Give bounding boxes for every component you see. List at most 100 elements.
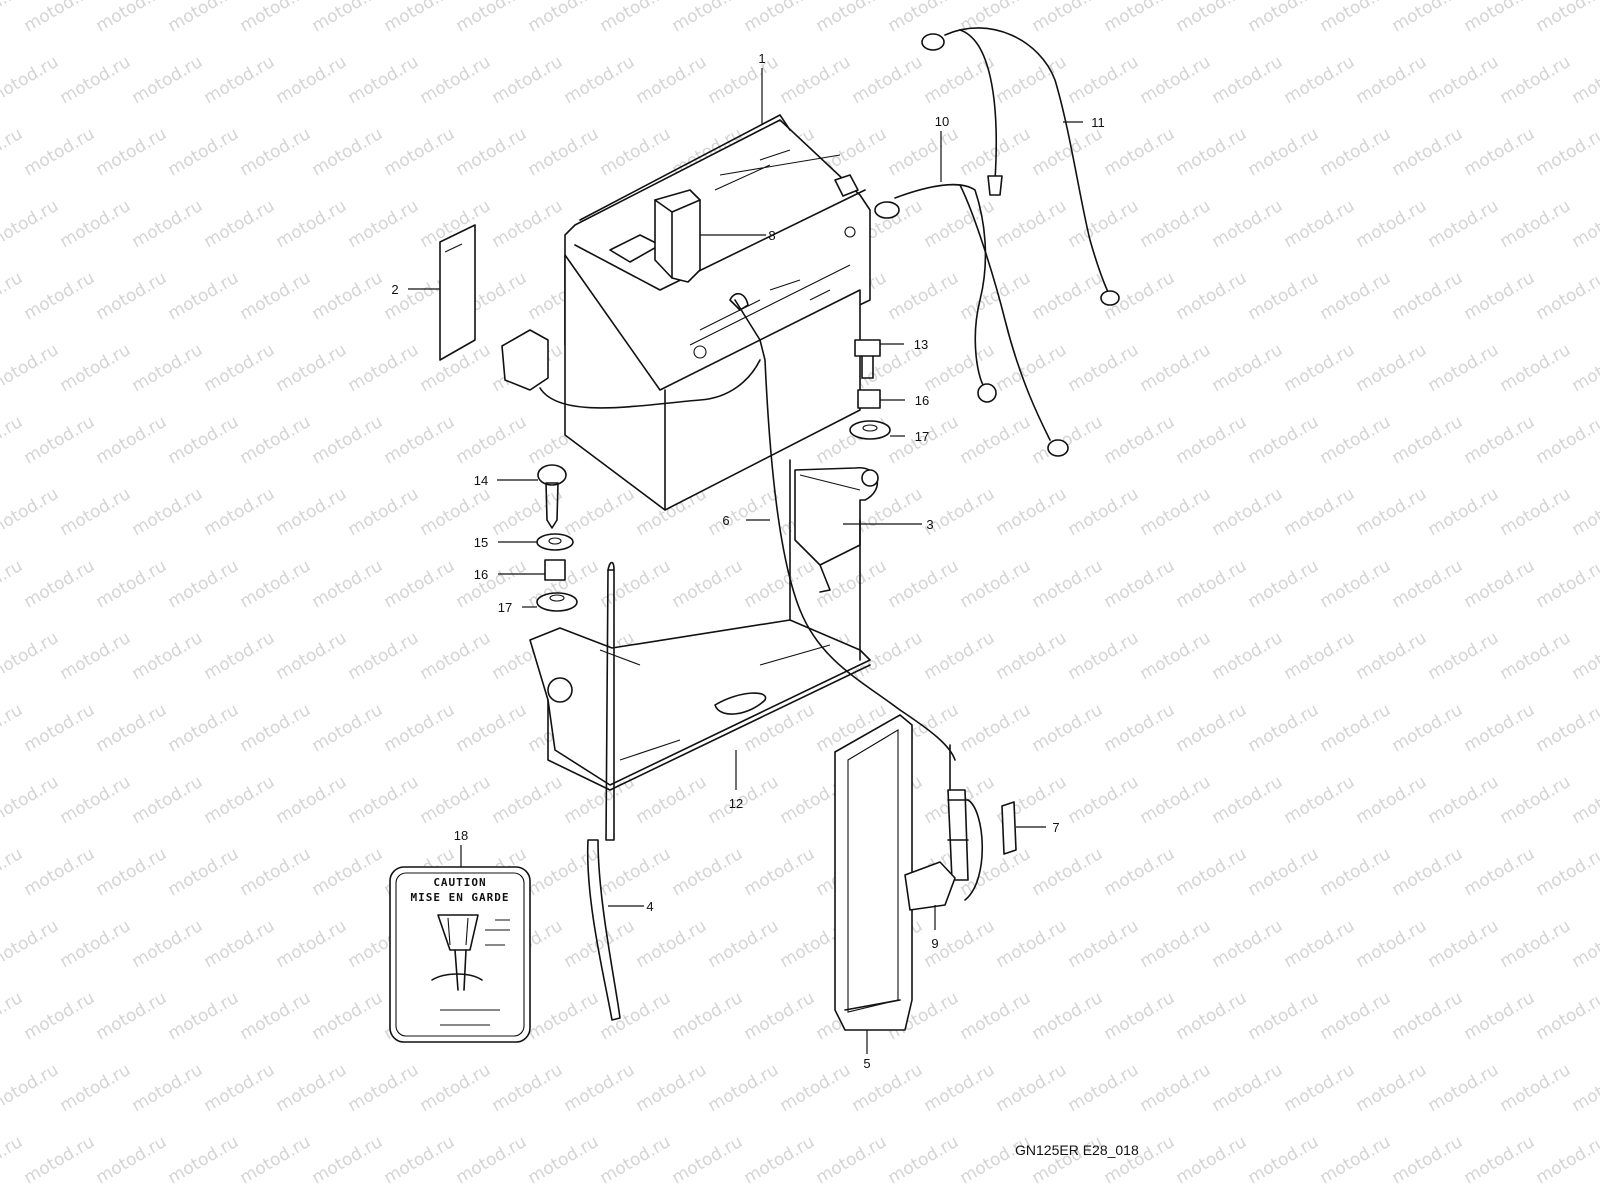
watermark-text: motod.ru xyxy=(381,0,459,36)
watermark-text: motod.ru xyxy=(201,916,279,972)
sticker-part-2 xyxy=(439,224,476,361)
watermark-text: motod.ru xyxy=(21,1132,99,1188)
watermark-text: motod.ru xyxy=(273,628,351,684)
callout-15: 15 xyxy=(474,535,488,550)
watermark-text: motod.ru xyxy=(57,916,135,972)
watermark-text: motod.ru xyxy=(1173,844,1251,900)
watermark-text: motod.ru xyxy=(57,484,135,540)
watermark-text: motod.ru xyxy=(93,124,171,180)
watermark-text: motod.ru xyxy=(0,916,62,972)
callout-labels: 1 2 3 4 5 6 7 8 9 10 11 12 13 14 15 16 1… xyxy=(391,51,1104,1071)
watermark-text: motod.ru xyxy=(381,700,459,756)
watermark-text: motod.ru xyxy=(417,628,495,684)
caution-pictogram xyxy=(431,914,510,1026)
watermark-text: motod.ru xyxy=(129,628,207,684)
watermark-text: motod.ru xyxy=(1353,628,1431,684)
watermark-text: motod.ru xyxy=(57,1060,135,1116)
cushion-17-left xyxy=(536,592,578,612)
watermark-text: motod.ru xyxy=(1173,988,1251,1044)
watermark-text: motod.ru xyxy=(669,1132,747,1188)
watermark-text: motod.ru xyxy=(129,1060,207,1116)
watermark-text: motod.ru xyxy=(21,268,99,324)
watermark-text: motod.ru xyxy=(453,1132,531,1188)
watermark-text: motod.ru xyxy=(561,52,639,108)
callout-4: 4 xyxy=(646,899,653,914)
watermark-text: motod.ru xyxy=(1425,340,1503,396)
watermark-text: motod.ru xyxy=(669,0,747,36)
watermark-text: motod.ru xyxy=(1137,772,1215,828)
watermark-text: motod.ru xyxy=(21,700,99,756)
watermark-text: motod.ru xyxy=(705,1060,783,1116)
watermark-text: motod.ru xyxy=(597,844,675,900)
watermark-text: motod.ru xyxy=(1065,772,1143,828)
watermark-text: motod.ru xyxy=(57,52,135,108)
watermark-text: motod.ru xyxy=(237,556,315,612)
watermark-text: motod.ru xyxy=(489,52,567,108)
watermark-text: motod.ru xyxy=(93,412,171,468)
callout-1: 1 xyxy=(758,51,765,66)
watermark-text: motod.ru xyxy=(1029,268,1107,324)
watermark-text: motod.ru xyxy=(1569,916,1600,972)
watermark-text: motod.ru xyxy=(669,988,747,1044)
watermark-text: motod.ru xyxy=(165,124,243,180)
watermark-text: motod.ru xyxy=(201,772,279,828)
watermark-text: motod.ru xyxy=(633,52,711,108)
watermark-text: motod.ru xyxy=(813,556,891,612)
watermark-text: motod.ru xyxy=(237,268,315,324)
watermark-text: motod.ru xyxy=(93,988,171,1044)
watermark-text: motod.ru xyxy=(1461,1132,1539,1188)
watermark-text: motod.ru xyxy=(1101,0,1179,36)
watermark-text: motod.ru xyxy=(21,124,99,180)
watermark-text: motod.ru xyxy=(525,0,603,36)
callout-7: 7 xyxy=(1052,820,1059,835)
bracket-part-3 xyxy=(794,467,879,593)
watermark-text: motod.ru xyxy=(1137,1060,1215,1116)
watermark-text: motod.ru xyxy=(633,1060,711,1116)
watermark-text: motod.ru xyxy=(957,0,1035,36)
watermark-text: motod.ru xyxy=(1425,628,1503,684)
watermark-text: motod.ru xyxy=(1137,196,1215,252)
watermark-text: motod.ru xyxy=(1065,1060,1143,1116)
watermark-text: motod.ru xyxy=(1569,772,1600,828)
callout-10: 10 xyxy=(935,114,949,129)
watermark-text: motod.ru xyxy=(1533,700,1600,756)
watermark-text: motod.ru xyxy=(237,700,315,756)
watermark-text: motod.ru xyxy=(93,556,171,612)
watermark-text: motod.ru xyxy=(1461,556,1539,612)
watermark-text: motod.ru xyxy=(741,1132,819,1188)
watermark-text: motod.ru xyxy=(633,916,711,972)
watermark-text: motod.ru xyxy=(993,340,1071,396)
watermark-text: motod.ru xyxy=(273,196,351,252)
watermark-text: motod.ru xyxy=(1317,700,1395,756)
watermark-text: motod.ru xyxy=(165,988,243,1044)
watermark-text: motod.ru xyxy=(273,52,351,108)
watermark-text: motod.ru xyxy=(1281,628,1359,684)
watermark-text: motod.ru xyxy=(1065,340,1143,396)
watermark-text: motod.ru xyxy=(489,1060,567,1116)
watermark-text: motod.ru xyxy=(1065,52,1143,108)
caution-label: CAUTION MISE EN GARDE xyxy=(389,866,531,1043)
watermark-text: motod.ru xyxy=(1209,916,1287,972)
watermark-text: motod.ru xyxy=(1353,1060,1431,1116)
watermark-text: motod.ru xyxy=(1569,340,1600,396)
watermark-text: motod.ru xyxy=(1497,52,1575,108)
watermark-text: motod.ru xyxy=(1461,0,1539,36)
washer-15 xyxy=(536,533,574,551)
caution-label-line2: MISE EN GARDE xyxy=(410,891,509,904)
leader-lines xyxy=(408,68,1083,1054)
screw-14 xyxy=(537,464,567,529)
cushion-17-right xyxy=(849,420,891,440)
battery xyxy=(564,114,871,511)
collar-16-left xyxy=(544,559,566,581)
watermark-text: motod.ru xyxy=(993,52,1071,108)
watermark-text: motod.ru xyxy=(849,1060,927,1116)
watermark-text: motod.ru xyxy=(1497,772,1575,828)
watermark-text: motod.ru xyxy=(489,484,567,540)
callout-16-right: 16 xyxy=(915,393,929,408)
watermark-text: motod.ru xyxy=(0,988,26,1044)
watermark-text: motod.ru xyxy=(1173,412,1251,468)
watermark-text: motod.ru xyxy=(1425,772,1503,828)
wire-harness-11 xyxy=(921,27,1120,306)
watermark-text: motod.ru xyxy=(21,0,99,36)
